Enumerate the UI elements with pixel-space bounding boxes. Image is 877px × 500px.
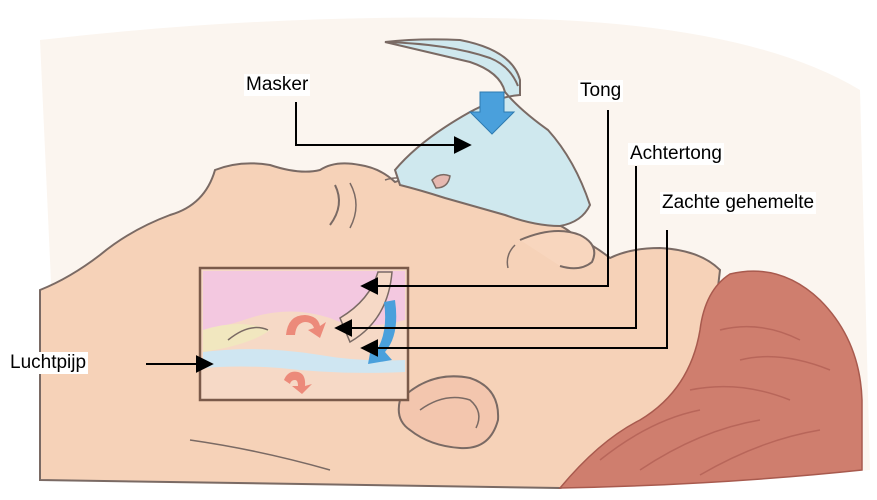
label-zachte-gehemelte: Zachte gehemelte xyxy=(660,192,816,214)
label-tong: Tong xyxy=(578,80,623,102)
label-achtertong: Achtertong xyxy=(628,143,724,165)
label-masker: Masker xyxy=(244,74,310,96)
label-luchtpijp: Luchtpijp xyxy=(8,352,88,374)
